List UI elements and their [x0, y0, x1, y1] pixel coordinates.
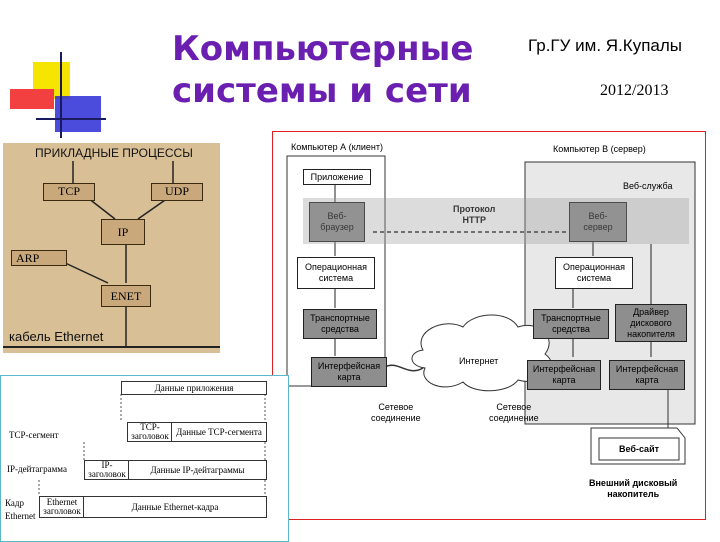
interface-c-box: Интерфейсная карта	[609, 360, 685, 390]
os-a-label-line2: система	[318, 273, 354, 283]
ip-box: IP	[101, 219, 145, 245]
browser-label-line1: Веб-	[327, 211, 347, 221]
os-b-label-line2: система	[576, 273, 612, 283]
transport-a-label-line2: средства	[321, 324, 359, 334]
transport-a-label-line1: Транспортные	[310, 313, 370, 323]
encapsulation-diagram: Данные приложения TCP-сегмент TCP- загол…	[0, 375, 289, 542]
protocol-band	[303, 198, 689, 244]
enet-box: ENET	[101, 285, 151, 307]
frame-label-line2: Ethernet	[5, 511, 36, 521]
tcp-box: TCP	[43, 183, 95, 201]
application-processes-heading: ПРИКЛАДНЫЕ ПРОЦЕССЫ	[35, 146, 193, 160]
frame-label: Кадр Ethernet	[5, 498, 36, 521]
connection-a-label-line1: Сетевое	[378, 402, 414, 412]
arp-box: ARP	[11, 250, 67, 266]
ethernet-cable-label: кабель Ethernet	[9, 329, 104, 344]
web-server-label-line1: Веб-	[588, 211, 608, 221]
interface-a-label-line2: карта	[337, 372, 361, 382]
decor-horizontal-line	[36, 118, 106, 120]
external-disk-label-line1: Внешний дисковый	[589, 478, 678, 488]
os-a-box: Операционная система	[297, 257, 375, 289]
os-a-label-line1: Операционная	[305, 262, 367, 272]
os-b-box: Операционная система	[555, 257, 633, 289]
ip-header-line2: заголовок	[88, 469, 126, 479]
web-server-label-line2: сервер	[583, 222, 613, 232]
ip-header-line1: IP-	[101, 460, 113, 470]
year-label: 2012/2013	[600, 82, 669, 99]
title-line-1: Компьютерные	[172, 29, 474, 69]
application-label: Приложение	[310, 171, 364, 182]
connection-a-label-line2: соединение	[371, 413, 421, 423]
tcp-data-box: Данные TCP-сегмента	[171, 422, 267, 442]
ip-datagram-label: IP-дейтаграмма	[7, 464, 67, 474]
interface-b-label-line2: карта	[552, 375, 576, 385]
os-b-label-line1: Операционная	[563, 262, 625, 272]
client-server-diagram: Компьютер А (клиент) Компьютер В (сервер…	[272, 131, 706, 520]
transport-b-label-line1: Транспортные	[541, 313, 601, 323]
title-line-2: системы и сети	[172, 71, 472, 111]
interface-c-label-line2: карта	[635, 375, 659, 385]
university-label: Гр.ГУ им. Я.Купалы	[528, 36, 682, 55]
decor-red-square	[10, 89, 54, 109]
connection-b-label: Сетевое соединение	[489, 402, 539, 424]
ip-header-box: IP- заголовок	[84, 460, 130, 480]
external-disk-label: Внешний дисковый накопитель	[589, 478, 677, 500]
interface-a-box: Интерфейсная карта	[311, 357, 387, 387]
interface-b-label-line1: Интерфейсная	[532, 364, 596, 374]
computer-b-label: Компьютер В (сервер)	[553, 144, 646, 154]
tcp-header-line1: TCP-	[140, 422, 160, 432]
external-disk-label-line2: накопитель	[607, 489, 660, 499]
web-server-box: Веб- сервер	[569, 202, 627, 242]
decor-blue-square	[55, 96, 101, 132]
ethernet-header-box: Ethernet заголовок	[39, 496, 85, 518]
connection-b-label-line2: соединение	[489, 413, 539, 423]
protocol-stack-diagram: ПРИКЛАДНЫЕ ПРОЦЕССЫ TCP UDP IP ARP ENET …	[3, 143, 220, 353]
udp-box: UDP	[151, 183, 203, 201]
transport-b-box: Транспортные средства	[533, 309, 609, 339]
transport-b-label-line2: средства	[552, 324, 590, 334]
interface-c-label-line1: Интерфейсная	[615, 364, 679, 374]
protocol-label: Протокол HTTP	[453, 204, 495, 226]
tcp-header-line2: заголовок	[131, 431, 169, 441]
protocol-label-line1: Протокол	[453, 204, 496, 214]
slide-title: Компьютерные системы и сети	[172, 28, 502, 112]
decor-vertical-line	[60, 52, 62, 138]
application-box: Приложение	[303, 169, 371, 185]
interface-a-label-line1: Интерфейсная	[317, 361, 381, 371]
web-service-label: Веб-служба	[623, 181, 673, 191]
browser-label-line2: браузер	[320, 222, 354, 232]
frame-label-line1: Кадр	[5, 498, 24, 508]
ip-data-box: Данные IP-дейтаграммы	[128, 460, 267, 480]
disk-driver-box: Драйвер дискового накопителя	[615, 304, 687, 342]
tcp-header-box: TCP- заголовок	[127, 422, 173, 442]
connection-b-label-line1: Сетевое	[496, 402, 532, 412]
internet-label: Интернет	[459, 356, 499, 366]
protocol-label-line2: HTTP	[462, 215, 486, 225]
computer-a-label: Компьютер А (клиент)	[291, 142, 383, 152]
interface-b-box: Интерфейсная карта	[527, 360, 601, 390]
protocol-stack-lines	[3, 161, 220, 348]
disk-driver-label-line1: Драйвер	[633, 306, 669, 317]
disk-driver-label-line3: накопителя	[627, 328, 675, 339]
connection-a-label: Сетевое соединение	[371, 402, 421, 424]
encapsulation-lines	[38, 394, 266, 496]
ethernet-header-line1: Ethernet	[46, 497, 78, 507]
transport-a-box: Транспортные средства	[303, 309, 377, 339]
browser-box: Веб- браузер	[309, 202, 365, 242]
app-data-box: Данные приложения	[121, 381, 267, 395]
ethernet-data-box: Данные Ethernet-кадра	[83, 496, 267, 518]
tcp-segment-label: TCP-сегмент	[9, 430, 59, 440]
website-label: Веб-сайт	[619, 444, 660, 454]
disk-driver-label-line2: дискового	[630, 317, 672, 328]
ethernet-header-line2: заголовок	[43, 506, 81, 516]
